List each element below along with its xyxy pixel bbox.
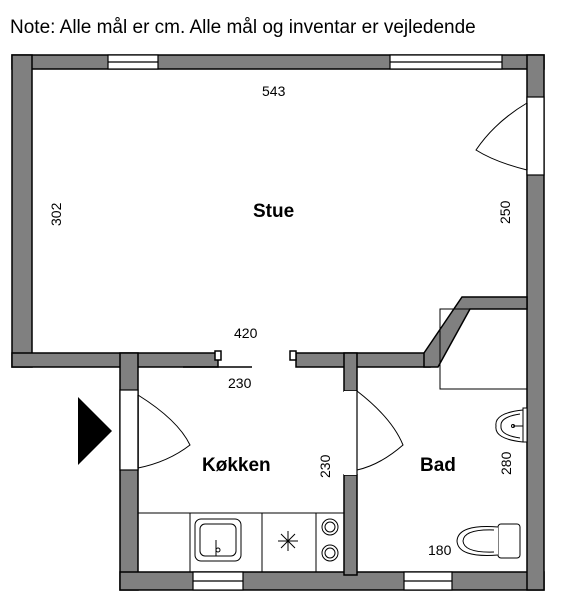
opening-stubs: [214, 350, 297, 361]
walls: [11, 54, 545, 591]
door-bathroom: [344, 390, 404, 475]
room-label-stue: Stue: [253, 201, 294, 222]
dim-kitchen-height: 230: [317, 454, 333, 478]
dim-stue-height-left: 302: [48, 202, 64, 226]
dim-stue-width: 543: [262, 83, 286, 99]
entrance-arrow-icon: [78, 397, 112, 465]
dim-stue-height-right: 250: [497, 200, 513, 224]
dim-kitchen-width: 230: [228, 375, 252, 391]
toilet-icon: [456, 523, 521, 559]
dim-stue-bottom: 420: [234, 325, 258, 341]
door-balcony: [475, 96, 545, 176]
washbasin-icon: [495, 407, 528, 443]
door-entrance: [119, 389, 191, 471]
window-bottom-right: [403, 571, 453, 591]
windows: [107, 54, 503, 591]
window-bottom-left: [192, 571, 244, 591]
plan-note: Note: Alle mål er cm. Alle mål og invent…: [10, 17, 476, 38]
dim-bath-height: 280: [498, 451, 514, 475]
kitchen-sink-icon: [194, 518, 242, 562]
stove-icon: [278, 518, 339, 562]
window-top-left: [107, 54, 159, 70]
bath-shower-area: [439, 308, 528, 390]
room-label-bad: Bad: [420, 455, 456, 476]
room-label-kokken: Køkken: [202, 455, 271, 476]
window-top-right: [389, 54, 503, 70]
dim-bath-width: 180: [428, 542, 452, 558]
kitchen-counter: [138, 512, 344, 572]
